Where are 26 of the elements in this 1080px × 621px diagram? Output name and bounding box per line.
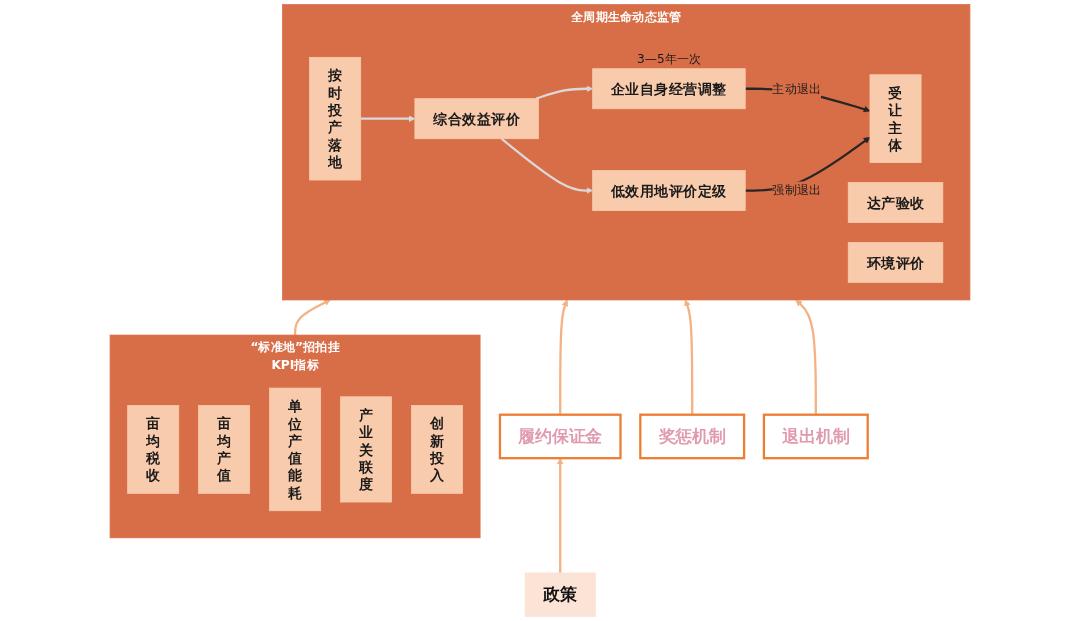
- node-box: 亩均产值: [198, 405, 251, 494]
- node-box: 奖惩机制: [639, 413, 746, 460]
- node-box: 环境评价: [847, 242, 944, 283]
- node-box: 产业关联度: [340, 396, 392, 503]
- node-box: 受让主体: [869, 74, 922, 163]
- node-box: 低效用地评价定级: [592, 170, 746, 211]
- node-box: 按时投产落地: [309, 57, 362, 181]
- node-box: 亩均税收: [127, 405, 180, 494]
- node-box: 履约保证金: [498, 413, 622, 460]
- node-box: 达产验收: [847, 182, 944, 223]
- arrow: [795, 299, 817, 415]
- node-box: 综合效益评价: [414, 98, 539, 140]
- edge-label: 主动退出: [772, 81, 822, 96]
- arrow: [360, 115, 416, 123]
- beside-text: 3—5年一次: [637, 52, 701, 67]
- node-box: 退出机制: [762, 413, 869, 460]
- arrow: [500, 137, 593, 194]
- node-box: 单位产值能耗: [269, 387, 322, 512]
- arrow: [535, 85, 593, 100]
- arrow: [684, 299, 694, 415]
- arrow: [293, 299, 331, 336]
- arrow: [559, 299, 569, 415]
- node-box: 创新投入: [411, 405, 463, 494]
- node-box: 政策: [524, 572, 596, 617]
- edge-label: 强制退出: [772, 182, 822, 198]
- node-box: 企业自身经营调整: [592, 68, 746, 110]
